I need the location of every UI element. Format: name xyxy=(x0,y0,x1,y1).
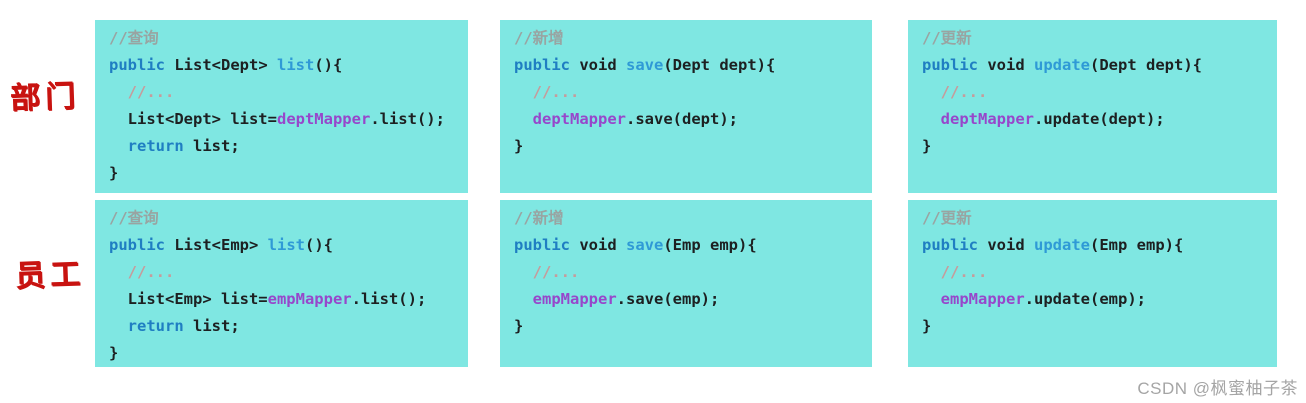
code-line: return list; xyxy=(109,137,240,155)
code-line: public void save(Emp emp){ xyxy=(514,236,757,254)
code-line: public List<Emp> list(){ xyxy=(109,236,333,254)
code-block-emp-save: //新增 public void save(Emp emp){ //... emp… xyxy=(500,200,872,367)
csdn-watermark: CSDN @枫蜜柚子茶 xyxy=(1137,379,1298,398)
row-label-emp: 员工 xyxy=(14,257,86,294)
code-line: List<Dept> list=deptMapper.list(); xyxy=(109,110,445,128)
code-line: //... xyxy=(514,83,580,101)
code-line: //更新 xyxy=(922,209,972,227)
code-block-dept-save: //新增 public void save(Dept dept){ //... d… xyxy=(500,20,872,193)
code-line: } xyxy=(922,317,932,335)
code-line: public void save(Dept dept){ xyxy=(514,56,776,74)
code-block-emp-update: //更新 public void update(Emp emp){ //... e… xyxy=(908,200,1277,367)
code-line: //... xyxy=(922,83,988,101)
code-block-dept-list: //查询 public List<Dept> list(){ //... List… xyxy=(95,20,468,193)
code-line: List<Emp> list=empMapper.list(); xyxy=(109,290,427,308)
code-line: deptMapper.update(dept); xyxy=(940,110,1165,128)
code-line: empMapper.update(emp); xyxy=(940,290,1146,308)
code-line: //... xyxy=(109,263,175,281)
row-label-dept: 部门 xyxy=(9,79,81,116)
code-line: //... xyxy=(109,83,175,101)
code-line: //查询 xyxy=(109,29,159,47)
code-line: } xyxy=(922,137,932,155)
code-line: public List<Dept> list(){ xyxy=(109,56,343,74)
code-line: //新增 xyxy=(514,209,564,227)
code-line: } xyxy=(514,317,524,335)
code-line: return list; xyxy=(109,317,240,335)
code-block-dept-update: //更新 public void update(Dept dept){ //...… xyxy=(908,20,1277,193)
code-line: //... xyxy=(922,263,988,281)
code-line: empMapper.save(emp); xyxy=(532,290,720,308)
code-line: //新增 xyxy=(514,29,564,47)
code-block-emp-list: //查询 public List<Emp> list(){ //... List<… xyxy=(95,200,468,367)
code-line: public void update(Dept dept){ xyxy=(922,56,1202,74)
code-line: } xyxy=(109,164,119,182)
code-line: } xyxy=(514,137,524,155)
code-line: public void update(Emp emp){ xyxy=(922,236,1184,254)
code-line: deptMapper.save(dept); xyxy=(532,110,738,128)
code-line: //... xyxy=(514,263,580,281)
code-line: //查询 xyxy=(109,209,159,227)
code-line: } xyxy=(109,344,119,362)
code-line: //更新 xyxy=(922,29,972,47)
